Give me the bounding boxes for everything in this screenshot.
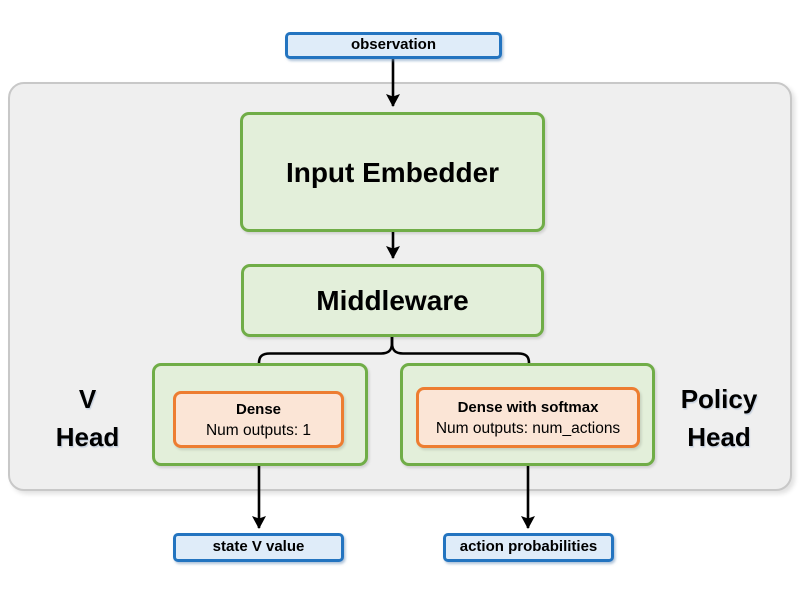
middleware-node: Middleware bbox=[241, 264, 544, 337]
policy-head-dense-layer: Dense with softmax Num outputs: num_acti… bbox=[416, 387, 640, 448]
action-probabilities-node: action probabilities bbox=[443, 533, 614, 562]
observation-node: observation bbox=[285, 32, 502, 59]
observation-label: observation bbox=[350, 36, 437, 54]
input-embedder-node: Input Embedder bbox=[240, 112, 545, 232]
state-v-value-node: state V value bbox=[173, 533, 344, 562]
v-head-dense-layer: Dense Num outputs: 1 bbox=[173, 391, 344, 448]
policy-head-label-line2: Head bbox=[687, 422, 751, 452]
v-head-dense-detail: Num outputs: 1 bbox=[205, 421, 312, 439]
v-head-label-line1: V bbox=[78, 384, 97, 414]
v-head-label: V Head bbox=[30, 380, 145, 456]
action-probabilities-label: action probabilities bbox=[459, 538, 598, 556]
state-v-value-label: state V value bbox=[212, 538, 305, 556]
policy-head-dense-title: Dense with softmax bbox=[457, 398, 599, 416]
policy-head-label-line1: Policy bbox=[680, 384, 758, 414]
v-head-dense-title: Dense bbox=[235, 400, 282, 418]
middleware-label: Middleware bbox=[316, 285, 469, 316]
policy-head-dense-detail: Num outputs: num_actions bbox=[435, 419, 621, 437]
v-head-label-line2: Head bbox=[55, 422, 120, 452]
input-embedder-label: Input Embedder bbox=[285, 156, 500, 188]
policy-head-label: Policy Head bbox=[658, 380, 780, 456]
